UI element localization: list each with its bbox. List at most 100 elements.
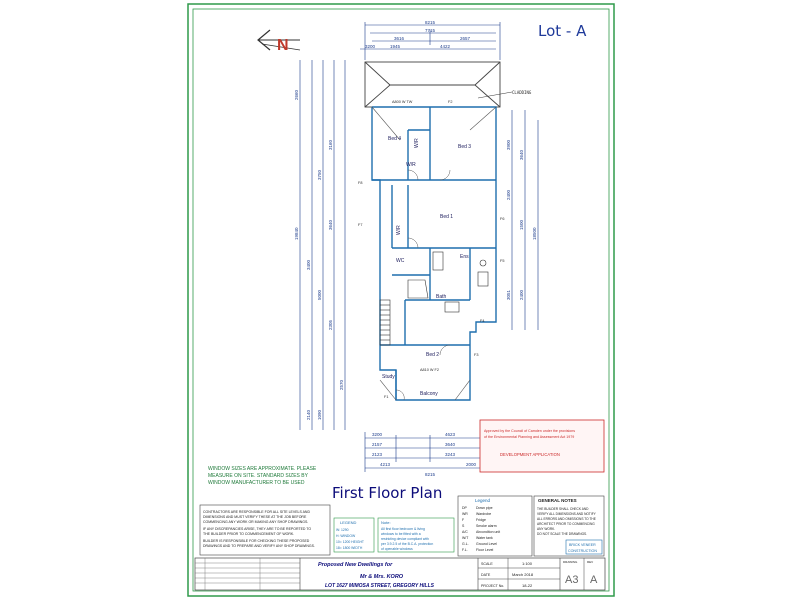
dim-left-4: 5000 <box>317 289 322 300</box>
client-name: Mr & Mrs. KORO <box>360 574 404 580</box>
dim-bottom-8: 8215 <box>425 472 436 477</box>
dim-top-4: 3200 <box>365 44 376 49</box>
legend-label-0: Down pipe <box>476 506 493 510</box>
contractor-notes-box: CONTRACTORS ARE RESPONSIBLE FOR ALL SITE… <box>199 504 331 556</box>
contractor-note-0: CONTRACTORS ARE RESPONSIBLE FOR ALL SITE… <box>203 510 310 514</box>
room-ens: Ens <box>460 254 469 260</box>
dim-left-3: 3750 <box>317 169 322 180</box>
bottom-dimension-texts: 3200 4623 2157 3640 2123 3243 4213 2000 … <box>372 432 477 477</box>
bath-tub-icon <box>407 279 429 299</box>
bca-note-2: restricting device compliant with <box>381 537 429 541</box>
room-bath: Bath <box>436 294 447 300</box>
bca-note-4: of openable windows <box>381 547 413 551</box>
room-bed4: Bed 4 <box>388 136 401 142</box>
dim-bottom-6: 4213 <box>380 462 391 467</box>
dim-right-4: 1500 <box>519 219 524 230</box>
general-note-3: ARCHITECT PRIOR TO COMMENCING <box>537 522 595 526</box>
dim-left-0: 2660 <box>294 89 299 100</box>
project-number-value: 18-22 <box>522 583 533 588</box>
legend-label-3: Smoke alarm <box>476 524 497 528</box>
dim-right-2: 18500 <box>532 227 537 240</box>
dim-bottom-1: 4623 <box>445 432 456 437</box>
contractor-note-2: COMMENCING ANY WORK OR MAKING ANY SHOP D… <box>203 520 308 524</box>
dim-left-8: 2570 <box>339 379 344 390</box>
dim-bottom-0: 3200 <box>372 432 383 437</box>
scale-value: 1:100 <box>522 561 533 566</box>
site-address: LOT 1627 MIMOSA STREET, GREGORY HILLS <box>325 583 435 589</box>
dim-right-5: 3051 <box>506 289 511 300</box>
stamp-line-2: of the Environmental Planning and Assess… <box>484 435 574 439</box>
tag-f2: F2 <box>448 100 452 104</box>
vanity-icon <box>444 301 460 313</box>
contractor-note-5: BUILDER IS RESPONSIBLE FOR CHECKING THES… <box>203 539 310 543</box>
contractor-note-4: THE BUILDER PRIOR TO COMMENCEMENT OF WOR… <box>203 532 294 536</box>
legend-code-4: A/C <box>462 530 468 534</box>
contractor-note-6: DRAWINGS AND TO PREPARE AND VERIFY ANY S… <box>203 544 315 548</box>
dim-right-3: 2400 <box>506 189 511 200</box>
roof-hips <box>371 106 497 401</box>
project-title: Proposed New Dwellings for <box>318 562 393 568</box>
tag-window-bed2: A810 W F2 <box>420 368 439 372</box>
legend-code-5: W/T <box>462 536 469 540</box>
bca-note-1: windows to be fitted with a <box>381 532 421 536</box>
date-value: March 2018 <box>512 572 534 577</box>
general-note-2: ALL ERRORS AND OMISSIONS TO THE <box>537 517 596 521</box>
stamp-line-3: DEVELOPMENT APPLICATION <box>500 452 560 457</box>
legend-code-0: DP <box>462 506 468 510</box>
contractor-note-3: IF ANY DISCREPANCIES ARISE, THEY ARE TO … <box>203 527 311 531</box>
contractor-note-1: DIMENSIONS AND MUST VERIFY THESE AT THE … <box>203 515 307 519</box>
sheet-outer-border <box>187 3 615 597</box>
tag-f3: F3 <box>474 353 478 357</box>
council-approval-stamp: Approved by the Council of Camden under … <box>479 419 605 473</box>
room-wir3: W/R <box>414 138 420 148</box>
general-note-0: THE BUILDER SHALL CHECK AND <box>537 507 589 511</box>
window-legend-2: 10= 1200 HEIGHT <box>336 540 364 544</box>
window-note-l3: WINDOW MANUFACTURER TO BE USED <box>208 480 305 486</box>
right-dimension-lines <box>511 110 539 330</box>
wall-outline <box>371 106 497 401</box>
sheet-inner-border <box>192 8 610 592</box>
legend-label-7: Floor Level <box>476 548 494 552</box>
dim-bottom-4: 2123 <box>372 452 383 457</box>
lot-label: Lot - A <box>538 22 587 40</box>
top-dimension-lines <box>360 22 501 60</box>
room-labels: Bed 4 Bed 3 Bed 1 Bed 2 Bath Ens Study B… <box>382 136 471 397</box>
legend-code-6: G.L. <box>462 542 469 546</box>
legend-label-5: Water tank <box>476 536 493 540</box>
drawing-title: First Floor Plan <box>332 484 442 502</box>
legend-label-2: Fridge <box>476 518 486 522</box>
tag-f4: F4 <box>480 319 484 323</box>
dim-left-1: 3400 <box>306 259 311 270</box>
legend-code-2: F <box>462 518 464 522</box>
legend-code-7: F.L. <box>462 548 468 552</box>
legend-label-4: Airconditon unit <box>476 530 500 534</box>
room-study: Study <box>382 374 395 380</box>
company-line-1: BRICK VENEER <box>569 543 596 547</box>
scale-label: SCALE <box>481 562 493 566</box>
left-dimension-texts: 2660 19840 3400 3750 5000 3160 3640 2305… <box>294 89 344 420</box>
dim-top-2: 3616 <box>394 36 405 41</box>
dim-top-1: 7715 <box>425 28 436 33</box>
revision-number: A <box>590 574 598 586</box>
dim-top-3: 2657 <box>460 36 471 41</box>
drawing-number: A3 <box>565 574 578 586</box>
room-wc: WC <box>396 258 405 264</box>
bca-note-3: per 3.9.2.5 of the B.C.A. protection <box>381 542 433 546</box>
window-tags: A800 W TW F2 F3 F4 F5 F6 F7 F8 F1 A810 W… <box>358 100 504 399</box>
window-legend-0: W: 1290 <box>336 528 349 532</box>
dim-left-5: 3160 <box>328 139 333 150</box>
legend-label-1: Wardrobe <box>476 512 491 516</box>
room-bed3: Bed 3 <box>458 144 471 150</box>
date-label: DATE <box>481 573 491 577</box>
left-dimension-lines <box>299 60 346 430</box>
basin-icon <box>479 259 487 267</box>
general-note-5: DO NOT SCALE THE DRAWINGS. <box>537 532 587 536</box>
drawing-label: DRAWING <box>563 560 578 564</box>
dim-right-6: 2400 <box>519 289 524 300</box>
window-note-l2: MEASURE ON SITE. STANDARD SIZES BY <box>208 473 309 479</box>
dim-left-10: 1090 <box>317 409 322 420</box>
bathroom-fixtures <box>407 251 489 313</box>
tag-f1: F1 <box>384 395 388 399</box>
